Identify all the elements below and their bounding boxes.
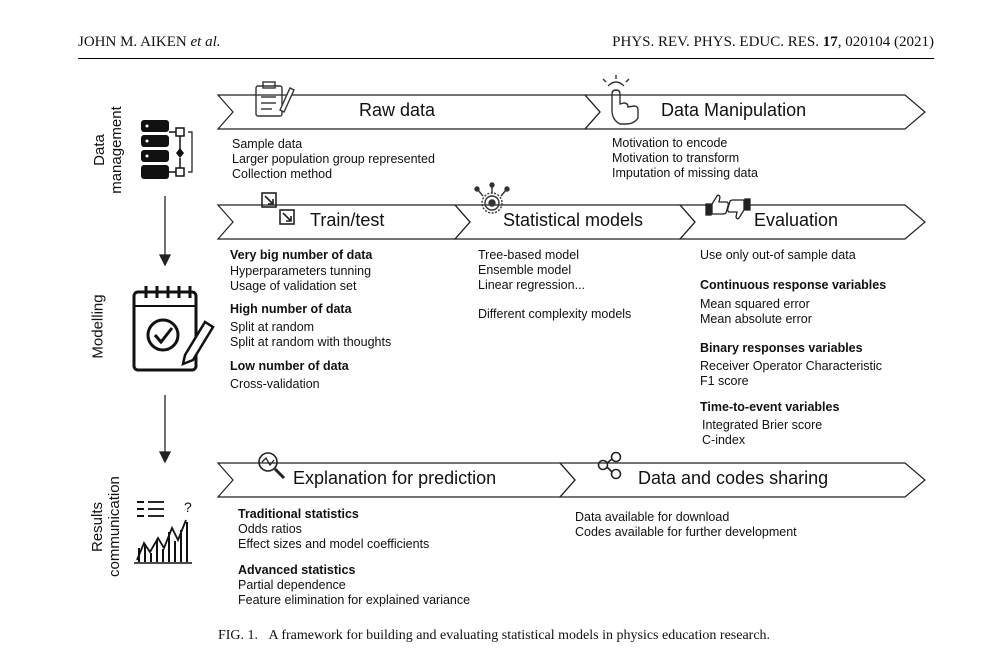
arrow-evaluation: [678, 204, 926, 240]
statistical-models-title: Statistical models: [503, 210, 644, 230]
running-head-journal: PHYS. REV. PHYS. EDUC. RES. 17, 020104 (…: [612, 34, 934, 50]
evaluation-item: Mean absolute error: [700, 312, 812, 326]
journal-volume: 17: [822, 34, 838, 50]
sharing-item: Data available for download: [575, 510, 730, 524]
explanation-item: Effect sizes and model coefficients: [238, 537, 430, 551]
gear-network-icon: [474, 182, 510, 214]
raw-data-item: Sample data: [232, 137, 303, 151]
thumbs-icon: [705, 194, 751, 220]
explanation-heading: Advanced statistics: [238, 563, 356, 577]
evaluation-item: F1 score: [700, 374, 749, 388]
explanation-item: Feature elimination for explained varian…: [238, 593, 471, 607]
arrow-data-manipulation: [583, 94, 926, 130]
data-manipulation-item: Imputation of missing data: [612, 166, 758, 180]
explanation-title: Explanation for prediction: [293, 468, 497, 488]
figure-label: FIG. 1.: [217, 628, 259, 643]
statistical-models-item: Tree-based model: [478, 248, 579, 262]
evaluation-item: C-index: [702, 433, 746, 447]
evaluation-heading: Binary responses variables: [700, 341, 863, 355]
data-manipulation-title: Data Manipulation: [661, 100, 807, 120]
raw-data-item: Larger population group represented: [232, 152, 435, 166]
explanation-item: Odds ratios: [238, 522, 302, 536]
sharing-title: Data and codes sharing: [638, 468, 829, 488]
statistical-models-item: Different complexity models: [478, 307, 632, 321]
section-results-communication: Results communication: [89, 476, 123, 577]
train-test-heading: Low number of data: [230, 359, 349, 373]
data-manipulation-item: Motivation to encode: [612, 136, 728, 150]
touch-icon: [602, 75, 639, 125]
train-test-heading: Very big number of data: [230, 248, 373, 262]
analytics-icon: ?: [134, 499, 192, 564]
train-test-item: Usage of validation set: [230, 279, 357, 293]
clipboard-icon: [255, 81, 295, 117]
statistical-models-item: Linear regression...: [478, 278, 586, 292]
raw-data-item: Collection method: [232, 167, 333, 181]
svg-text:?: ?: [184, 499, 192, 515]
train-test-item: Split at random with thoughts: [230, 335, 392, 349]
running-head-authors: JOHN M. AIKEN et al.: [78, 34, 221, 51]
train-test-item: Cross-validation: [230, 377, 320, 391]
share-icon: [597, 451, 622, 480]
evaluation-item: Mean squared error: [700, 297, 810, 311]
authors: JOHN M. AIKEN: [78, 34, 187, 50]
evaluation-item: Receiver Operator Characteristic: [700, 359, 883, 373]
raw-data-title: Raw data: [359, 100, 436, 120]
evaluation-intro: Use only out-of sample data: [700, 248, 856, 262]
train-test-item: Split at random: [230, 320, 315, 334]
database-icon: [141, 120, 193, 179]
train-test-title: Train/test: [310, 210, 385, 230]
arrow-sharing: [558, 462, 926, 498]
section-data-management: Data management: [91, 106, 125, 194]
evaluation-item: Integrated Brier score: [702, 418, 823, 432]
figure-caption-text: A framework for building and evaluating …: [268, 628, 771, 643]
checklist-icon: [132, 286, 215, 372]
explanation-heading: Traditional statistics: [238, 507, 359, 521]
et-al: et al.: [190, 34, 221, 50]
statistical-models-item: Ensemble model: [478, 263, 572, 277]
evaluation-title: Evaluation: [754, 210, 839, 230]
journal-article: 020104 (2021): [845, 34, 934, 50]
magnifier-icon: [258, 452, 286, 480]
evaluation-heading: Time-to-event variables: [700, 400, 840, 414]
journal-name: PHYS. REV. PHYS. EDUC. RES.: [612, 34, 819, 50]
header-rule: [78, 58, 934, 59]
explanation-item: Partial dependence: [238, 578, 346, 592]
figure-caption: FIG. 1. A framework for building and eva…: [0, 628, 988, 644]
split-icon: [261, 192, 295, 225]
evaluation-heading: Continuous response variables: [700, 278, 887, 292]
section-modelling: Modelling: [89, 294, 107, 359]
train-test-item: Hyperparameters tunning: [230, 264, 372, 278]
data-manipulation-item: Motivation to transform: [612, 151, 740, 165]
train-test-heading: High number of data: [230, 302, 352, 316]
sharing-item: Codes available for further development: [575, 525, 797, 539]
